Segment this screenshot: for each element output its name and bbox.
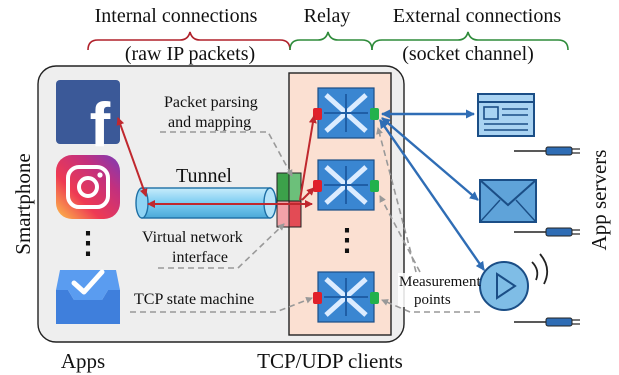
virtual-network-interface xyxy=(276,172,302,228)
packet-parsing-label-line2: and mapping xyxy=(168,114,251,131)
external-header-line1: External connections xyxy=(393,5,561,27)
app-to-tunnel-arrow xyxy=(116,117,148,197)
tcp-state-label: TCP state machine xyxy=(134,291,254,308)
plug-icon xyxy=(514,146,580,156)
tunnel-label: Tunnel xyxy=(176,165,232,187)
external-brace xyxy=(371,31,569,51)
measurement-pointer-1 xyxy=(376,127,417,273)
mail-server-icon xyxy=(479,179,537,223)
facebook-icon: f xyxy=(56,80,120,160)
measurement-label-bg xyxy=(398,273,472,307)
vni-label-line1: Virtual network xyxy=(142,229,243,246)
internal-header-line2: (raw IP packets) xyxy=(125,43,255,65)
vni-pointer xyxy=(158,223,285,269)
media-server-icon xyxy=(479,253,549,311)
packet-parsing-pointer xyxy=(160,131,293,177)
client-to-media-arrow xyxy=(379,119,485,271)
internal-brace xyxy=(87,31,291,51)
relay-brace xyxy=(289,31,373,51)
packet-parsing-label-line1: Packet parsing xyxy=(164,94,258,111)
clients-label: TCP/UDP clients xyxy=(257,349,403,373)
plug-icon xyxy=(514,317,580,327)
inbox-icon xyxy=(56,269,120,324)
tunnel-to-client2-arrow xyxy=(301,187,315,201)
measurement-pointer-3 xyxy=(381,299,480,313)
apps-label: Apps xyxy=(61,349,105,373)
external-header-line2: (socket channel) xyxy=(402,43,534,65)
measurement-label-line2: points xyxy=(414,292,451,308)
tunnel-to-client1-arrow xyxy=(299,115,317,201)
measurement-label-line1: Measurement xyxy=(399,274,481,290)
client-tile-2 xyxy=(313,159,379,211)
svg-text:f: f xyxy=(90,91,111,160)
tcp-state-pointer xyxy=(130,296,313,313)
vni-label-line2: interface xyxy=(172,249,228,266)
measurement-pointer-2 xyxy=(379,195,421,273)
plug-icon xyxy=(514,227,580,237)
clients-ellipsis: ⋮ xyxy=(332,224,362,257)
relay-header: Relay xyxy=(304,5,351,27)
web-server-icon xyxy=(477,93,535,137)
internal-header-line1: Internal connections xyxy=(95,5,258,27)
instagram-icon xyxy=(56,155,120,219)
apps-ellipsis: ⋮ xyxy=(73,227,103,260)
smartphone-label: Smartphone xyxy=(11,153,35,254)
app-servers-label: App servers xyxy=(587,150,611,251)
client-tile-1 xyxy=(313,87,379,139)
client-tile-3 xyxy=(313,271,379,323)
